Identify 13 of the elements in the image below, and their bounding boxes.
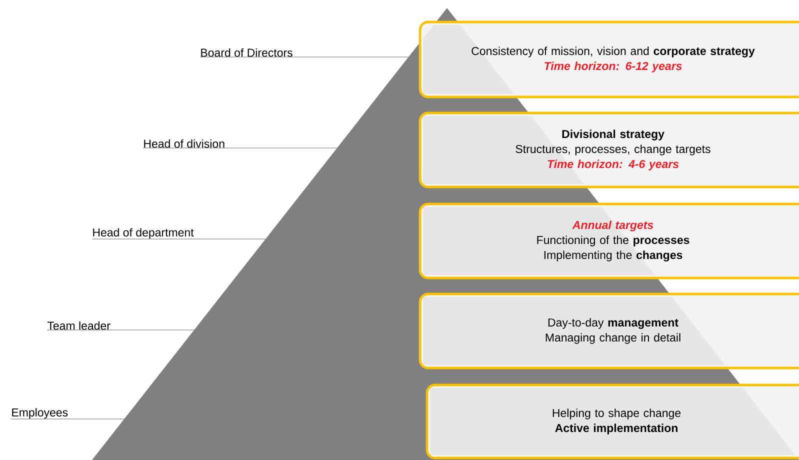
text-box: Helping to shape change Active implementation	[426, 384, 799, 460]
level-label: Employees	[12, 408, 68, 419]
level-label: Head of department	[93, 228, 194, 239]
leader-line	[92, 238, 266, 240]
leader-line	[200, 56, 409, 58]
level-label: Head of division	[144, 139, 224, 148]
text-box: Divisional strategy Structures, processes, change targets Time horizon: 4-6 years	[418, 112, 799, 188]
level-label: Team leader	[47, 321, 110, 330]
text-box: Day-to-day management Managing change in detail	[418, 292, 799, 370]
text-box: Annual targets Functioning of the processes Implementing the changes	[418, 202, 799, 280]
leader-line	[10, 418, 124, 420]
level-label: Board of Directors	[201, 48, 292, 57]
text-box: Consistency of mission, vision and corporate strategy Time horizon: 6-12 years	[418, 20, 799, 98]
